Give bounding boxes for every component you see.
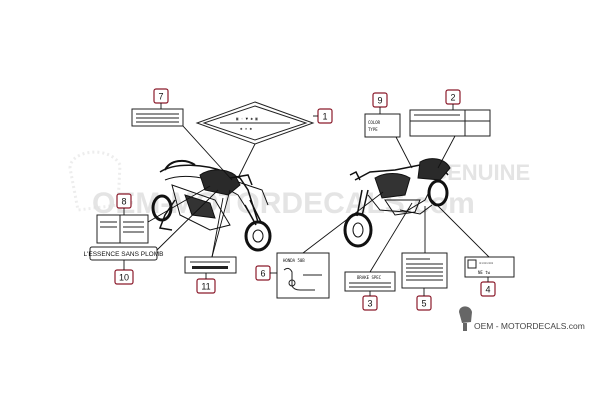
- label-9-line-2: TYPE: [368, 127, 378, 132]
- footer-brand: OEM - MOTORDECALS.com: [459, 306, 585, 331]
- svg-text:4: 4: [485, 285, 490, 295]
- label-10-sticker: L'ESSENCE SANS PLOMB: [84, 246, 164, 261]
- callout-badge-7: 7: [153, 88, 169, 104]
- callout-badge-6: 6: [255, 265, 271, 281]
- label-7-sticker: [131, 108, 184, 127]
- svg-text:6: 6: [260, 269, 265, 279]
- callout-badge-4: 4: [480, 281, 496, 297]
- label-8-sticker: [96, 214, 149, 244]
- watermark-text: OEM-MOTORDECALS.com: [92, 187, 475, 220]
- leader-lines: [147, 125, 490, 273]
- callout-badge-5: 5: [416, 295, 432, 311]
- label-6-sticker: HONDA 50B: [276, 252, 330, 299]
- svg-text:2: 2: [450, 93, 455, 103]
- footer-brand-text: OEM - MOTORDECALS.com: [474, 321, 585, 331]
- motorcycle-rear-view: [343, 158, 451, 248]
- label-2-sticker: [409, 109, 491, 137]
- svg-text:5: 5: [421, 299, 426, 309]
- label-9-line-1: COLOR: [368, 120, 381, 125]
- callout-badge-9: 9: [372, 92, 388, 108]
- watermark-helmet-icon: [68, 150, 122, 212]
- svg-text:7: 7: [158, 92, 163, 102]
- svg-text:3: 3: [367, 299, 372, 309]
- svg-text:▣ ◦ ▼ ✱ ▣: ▣ ◦ ▼ ✱ ▣: [236, 116, 258, 121]
- label-4-sticker: ▫▫▫▫▫▫ NE tw: [464, 256, 515, 278]
- helmet-logo-icon: [459, 306, 472, 331]
- label-9-sticker: COLOR TYPE: [364, 113, 401, 138]
- svg-text:10: 10: [119, 273, 129, 283]
- label-1-diamond-sticker: ▣ ◦ ▼ ✱ ▣ ◈ ✕ ◈: [195, 101, 315, 145]
- label-11-sticker: [184, 256, 237, 274]
- label-3-text: BRAKE SPEC: [357, 275, 382, 280]
- svg-text:▫▫▫▫▫▫: ▫▫▫▫▫▫: [479, 260, 493, 265]
- callout-badge-1: 1: [317, 108, 333, 124]
- callout-badge-8: 8: [116, 193, 132, 209]
- label-4-text: NE tw: [478, 270, 491, 275]
- callout-badge-10: 10: [114, 269, 134, 285]
- svg-text:8: 8: [121, 197, 126, 207]
- label-6-text: HONDA 50B: [283, 258, 305, 263]
- label-10-text: L'ESSENCE SANS PLOMB: [84, 251, 164, 258]
- label-5-sticker: [401, 252, 448, 289]
- svg-text:1: 1: [322, 112, 327, 122]
- svg-text:9: 9: [377, 96, 382, 106]
- svg-text:◈ ✕ ◈: ◈ ✕ ◈: [240, 126, 253, 131]
- callout-badge-3: 3: [362, 295, 378, 311]
- svg-text:11: 11: [201, 282, 210, 292]
- label-3-sticker: BRAKE SPEC: [344, 271, 396, 292]
- callout-badge-11: 11: [196, 278, 216, 294]
- callout-badge-2: 2: [445, 89, 461, 105]
